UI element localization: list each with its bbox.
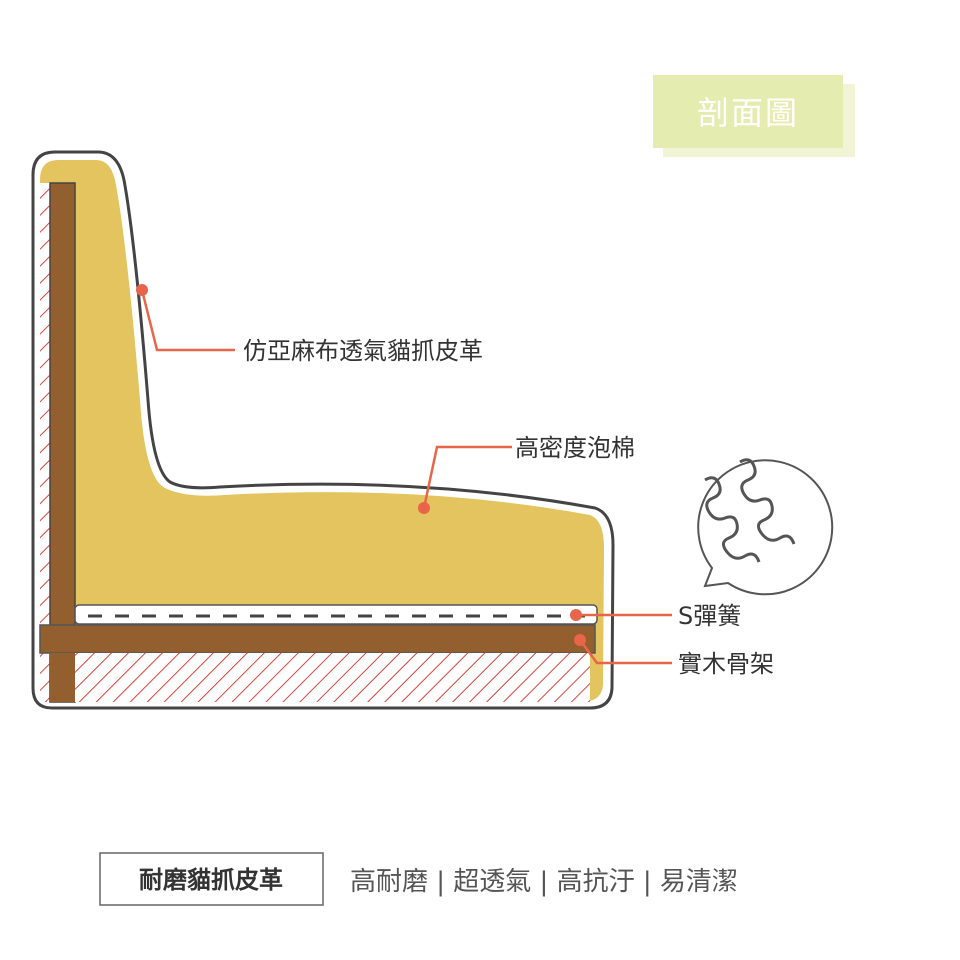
callout-spring: S彈簧 [570, 602, 741, 630]
callout-frame: 實木骨架 [574, 634, 774, 678]
footer: 耐磨貓抓皮革 高耐磨 | 超透氣 | 高抗汙 | 易清潔 [99, 852, 738, 906]
callout-foam: 高密度泡棉 [418, 434, 635, 514]
back-hatch [40, 183, 51, 702]
title-badge: 剖面圖 [653, 75, 855, 157]
callout-foam-label: 高密度泡棉 [515, 434, 635, 462]
callout-spring-label: S彈簧 [678, 602, 741, 630]
seat-hatch [75, 653, 590, 702]
back-wood-lower [50, 653, 75, 702]
back-wood-frame [49, 182, 76, 703]
callout-frame-label: 實木骨架 [678, 650, 774, 678]
seat-wood-frame [39, 624, 596, 654]
callout-dot [136, 284, 148, 296]
material-label: 耐磨貓抓皮革 [139, 866, 283, 894]
callout-dot [418, 502, 430, 514]
callout-fabric: 仿亞麻布透氣貓抓皮革 [136, 284, 483, 365]
callout-dot [574, 634, 586, 646]
material-box [99, 852, 324, 906]
spring-detail-bubble [697, 458, 834, 596]
s-spring-coil [739, 458, 796, 545]
callout-fabric-label: 仿亞麻布透氣貓抓皮革 [243, 337, 483, 365]
feature-list: 高耐磨 | 超透氣 | 高抗汙 | 易清潔 [350, 867, 738, 897]
title-text: 剖面圖 [697, 94, 799, 132]
callout-dot [570, 609, 582, 621]
s-spring-coil [704, 476, 761, 563]
foam-layer [40, 160, 604, 702]
